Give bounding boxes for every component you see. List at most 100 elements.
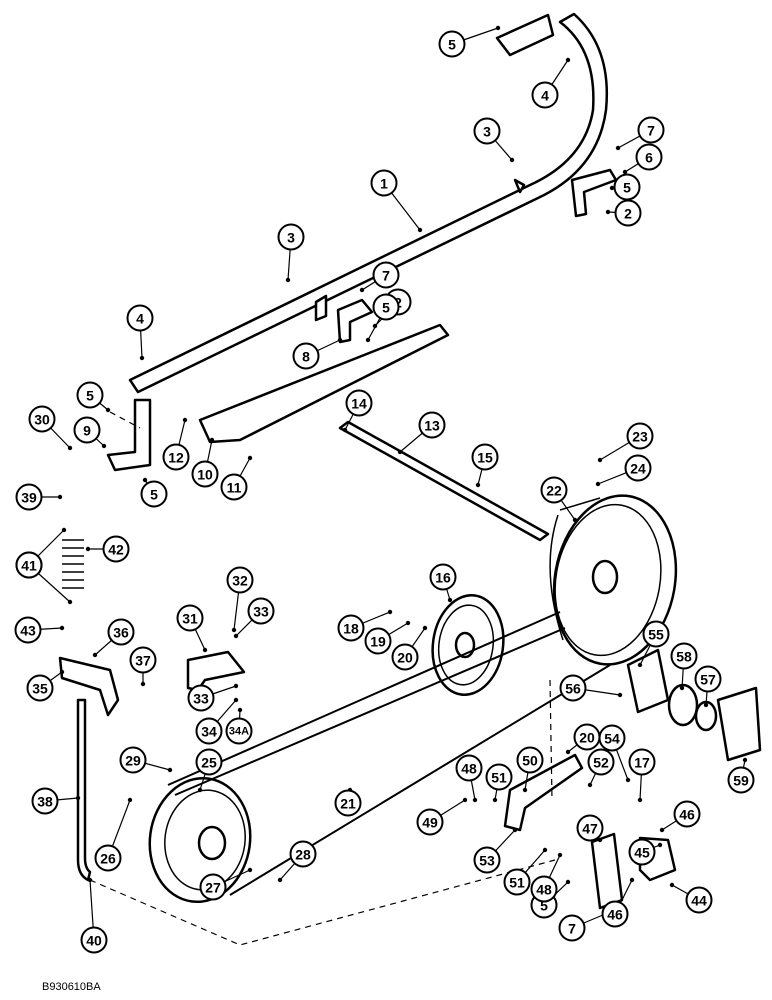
callout-30: 30 — [28, 405, 73, 451]
leader-arrowhead — [67, 445, 73, 451]
leader-arrowhead — [447, 597, 453, 603]
callout-number: 6 — [645, 150, 653, 166]
leader-arrowhead — [59, 669, 65, 675]
callout-number: 46 — [679, 807, 695, 823]
leader-arrowhead — [472, 797, 478, 803]
callout-number: 7 — [647, 123, 655, 139]
callout-circle — [195, 717, 223, 745]
callout-number: 34 — [201, 724, 217, 740]
callout-circle — [15, 483, 43, 511]
callout-2-2: 2 — [605, 199, 642, 227]
callout-circle — [187, 684, 215, 712]
callout-43: 43 — [14, 616, 65, 644]
callout-number: 28 — [295, 847, 311, 863]
leader-arrowhead — [337, 337, 343, 343]
belt-shield — [128, 12, 608, 394]
leader-arrowhead — [139, 355, 145, 361]
callout-circle — [119, 746, 147, 774]
callout-number: 39 — [21, 490, 37, 506]
callout-circle — [576, 814, 604, 842]
leader-arrowhead — [565, 749, 571, 755]
leader-arrowhead — [637, 662, 643, 668]
callout-number: 21 — [340, 796, 356, 812]
callout-26: 26 — [94, 797, 133, 872]
leader-arrowhead — [365, 337, 371, 343]
callout-circle — [670, 642, 698, 670]
callout-number: 34A — [229, 726, 249, 738]
callout-circle — [485, 763, 513, 791]
callout-number: 36 — [113, 625, 129, 641]
callout-circle — [416, 808, 444, 836]
callout-24: 24 — [595, 454, 652, 487]
callout-number: 58 — [676, 649, 692, 665]
callout-circle — [391, 643, 419, 671]
callout-circle — [473, 117, 501, 145]
callout-52: 52 — [587, 748, 615, 788]
leader-arrowhead — [75, 795, 81, 801]
callout-number: 33 — [253, 604, 269, 620]
leader-arrowhead — [182, 417, 188, 423]
callout-10: 10 — [191, 437, 219, 488]
callout-number: 57 — [700, 672, 716, 688]
callout-number: 50 — [522, 753, 538, 769]
leader-arrowhead — [405, 620, 411, 626]
callout-3: 3 — [277, 223, 305, 283]
leader-arrowhead — [679, 685, 685, 691]
callout-21: 21 — [334, 787, 362, 817]
callout-42: 42 — [85, 535, 130, 563]
leader-arrowhead — [587, 782, 593, 788]
callout-31: 31 — [176, 604, 208, 653]
leader-arrowhead — [609, 185, 615, 191]
leader-arrowhead — [233, 683, 239, 689]
callout-number: 45 — [634, 845, 650, 861]
leader-arrowhead — [342, 427, 348, 433]
callout-27: 27 — [199, 867, 253, 901]
callout-number: 17 — [634, 755, 650, 771]
callout-circle — [247, 597, 275, 625]
leader-arrowhead — [417, 227, 423, 233]
callout-circle — [628, 748, 656, 776]
leader-arrowhead — [285, 277, 291, 283]
callout-circle — [337, 614, 365, 642]
leader-arrowhead — [657, 842, 663, 848]
leader-arrowhead — [637, 797, 643, 803]
callout-number: 51 — [491, 770, 507, 786]
callout-number: 9 — [83, 423, 91, 439]
callout-circle — [558, 914, 586, 942]
callout-4: 4 — [126, 304, 154, 361]
callout-number: 42 — [108, 542, 124, 558]
callout-circle — [73, 416, 101, 444]
leader-arrowhead — [142, 477, 148, 483]
callout-circle — [191, 460, 219, 488]
callout-number: 15 — [477, 450, 493, 466]
callout-25: 25 — [195, 748, 223, 793]
callout-54: 54 — [598, 724, 631, 783]
callout-circle — [516, 746, 544, 774]
callout-circle — [162, 443, 190, 471]
leader-arrowhead — [397, 449, 403, 455]
callout-circle — [471, 443, 499, 471]
callout-5-3: 5 — [76, 381, 111, 413]
leader-arrowhead — [231, 627, 237, 633]
callout-34: 34 — [195, 697, 239, 745]
callout-56: 56 — [559, 674, 623, 702]
leader-arrowhead — [197, 787, 203, 793]
leader-arrowhead — [622, 169, 628, 175]
callout-circle — [531, 81, 559, 109]
callout-number: 3 — [287, 230, 295, 246]
callout-circle — [15, 551, 43, 579]
callout-48-2: 48 — [530, 852, 563, 903]
leader-arrowhead — [57, 494, 63, 500]
callout-circle — [694, 665, 722, 693]
leader-arrowhead — [167, 767, 173, 773]
callout-12: 12 — [162, 417, 190, 471]
idler-pulley — [431, 593, 505, 697]
callout-number: 5 — [448, 37, 456, 53]
bracket-31 — [186, 650, 246, 692]
callout-number: 12 — [168, 450, 184, 466]
callout-circle — [628, 838, 656, 866]
callout-number: 5 — [86, 388, 94, 404]
bearing-assembly — [626, 648, 762, 762]
